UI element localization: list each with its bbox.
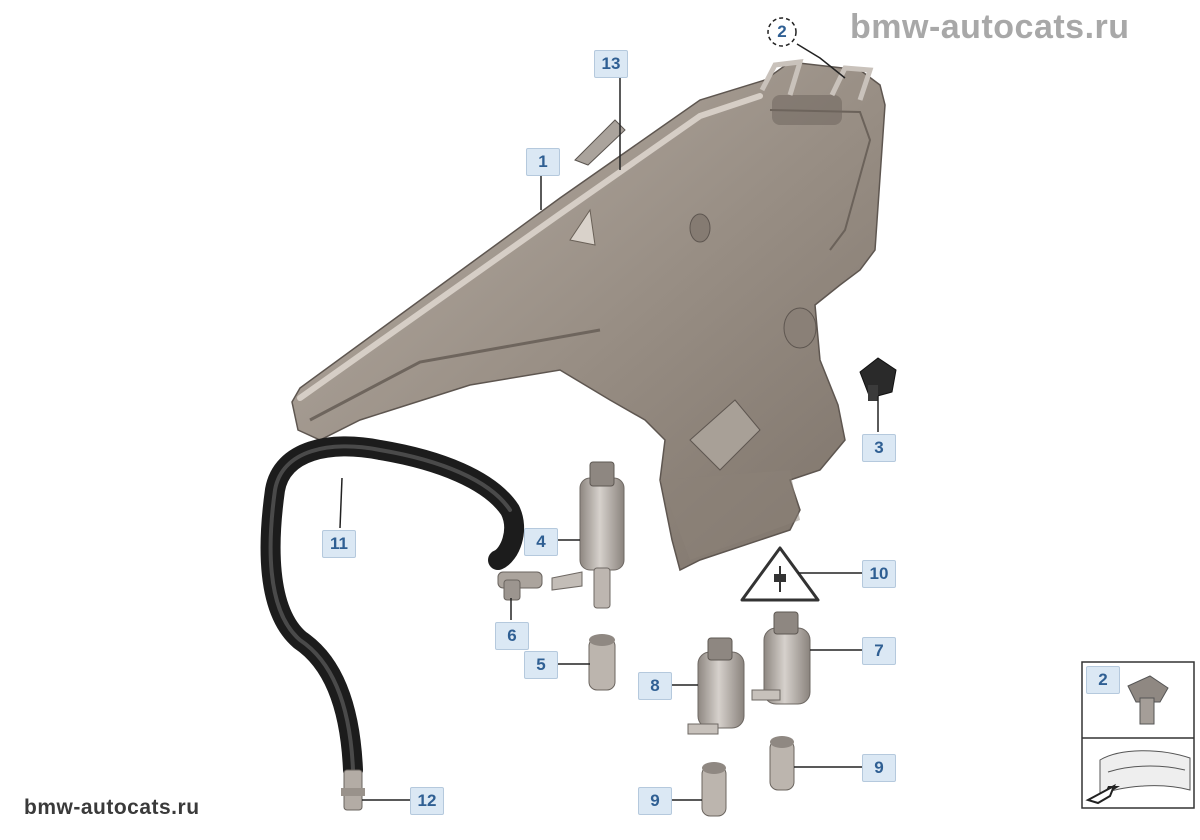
callout-2-legend: 2: [1086, 666, 1120, 694]
watermark-bottom: bmw-autocats.ru: [24, 796, 200, 819]
callout-9-upper: 9: [862, 754, 896, 782]
washer-reservoir: [291, 59, 886, 572]
callout-12: 12: [410, 787, 444, 815]
callout-7: 7: [862, 637, 896, 665]
callout-10: 10: [862, 560, 896, 588]
callout-6: 6: [495, 622, 529, 650]
washer-pump-8: [687, 637, 745, 735]
callout-13: 13: [594, 50, 628, 78]
callout-8: 8: [638, 672, 672, 700]
callout-1: 1: [526, 148, 560, 176]
grommet-5: [588, 634, 616, 691]
callout-4: 4: [524, 528, 558, 556]
bracket-part: [574, 119, 626, 166]
watermark-top: bmw-autocats.ru: [850, 8, 1130, 46]
hose-connector: [341, 769, 365, 811]
direction-arrow-icon: [1085, 783, 1120, 805]
grommet-9-upper: [769, 736, 795, 791]
callout-5: 5: [524, 651, 558, 679]
callout-11: 11: [322, 530, 356, 558]
level-sensor: [859, 357, 897, 401]
washer-hose: [260, 436, 525, 780]
washer-pump-main: [551, 461, 625, 609]
grommet-9-lower: [701, 762, 727, 817]
callout-3: 3: [862, 434, 896, 462]
leader-lines: [339, 43, 879, 801]
electrical-warning-icon: [740, 546, 820, 602]
callout-2-top: 2: [777, 22, 787, 41]
callout-9-lower: 9: [638, 787, 672, 815]
elbow-connector: [497, 571, 543, 601]
callout-circle: [767, 17, 797, 47]
washer-pump-7: [751, 611, 811, 705]
